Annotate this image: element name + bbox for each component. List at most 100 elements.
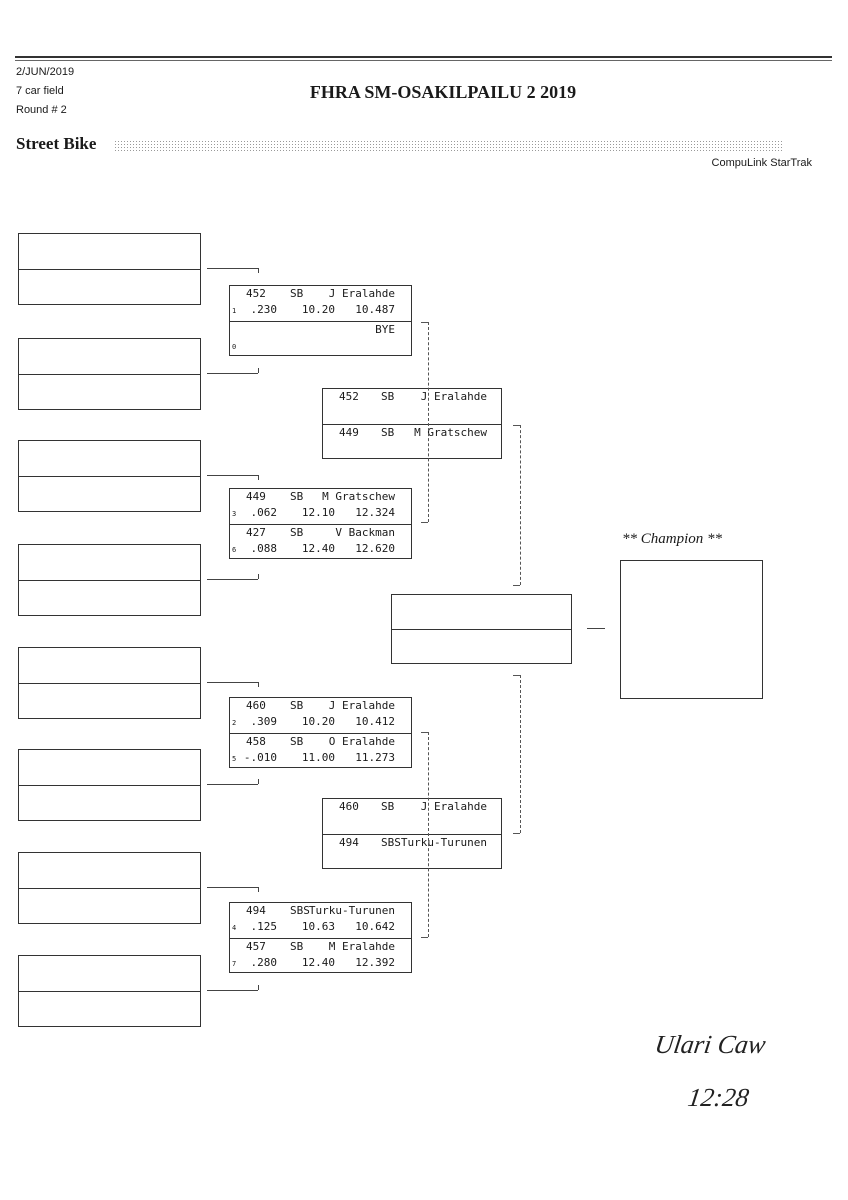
lane-number: 1 <box>232 307 237 315</box>
lane-number: 0 <box>232 342 237 351</box>
bracket-dashed-line <box>520 675 521 833</box>
software-label: CompuLink StarTrak <box>711 157 812 169</box>
reaction-time: -.010 <box>243 750 277 764</box>
dial-in: 11.00 <box>301 750 335 764</box>
car-class: SB <box>381 800 395 813</box>
empty-entry-box <box>18 955 201 1027</box>
lane-number: 2 <box>232 719 237 727</box>
bracket-cap <box>421 522 428 523</box>
driver-name: V Backman <box>335 525 395 539</box>
car-number: 460 <box>339 800 359 813</box>
reaction-time: .230 <box>250 303 278 316</box>
driver-name: BYE <box>375 322 395 336</box>
connector-tick <box>258 779 259 784</box>
entrant-bottom: BYE 0 <box>230 320 411 357</box>
elapsed-time: 10.642 <box>355 920 395 933</box>
bracket-cap <box>513 675 520 676</box>
driver-name: Turku-Turunen <box>308 904 395 917</box>
car-number: 452 <box>339 390 359 403</box>
driver-name: M Eralahde <box>328 939 395 953</box>
final-box <box>391 594 572 664</box>
connector-tick <box>258 368 259 373</box>
empty-entry-box <box>18 233 201 305</box>
dial-in: 12.40 <box>301 955 335 969</box>
dial-in: 12.10 <box>301 506 335 519</box>
entrant-bottom: 449 SB M Gratschew <box>323 423 501 460</box>
connector-line <box>207 887 258 888</box>
connector-line <box>207 579 258 580</box>
dial-in: 10.20 <box>301 715 335 728</box>
dial-in: 12.40 <box>301 541 335 555</box>
round-number: Round # 2 <box>16 104 67 116</box>
connector-tick <box>258 268 259 273</box>
connector-tick <box>258 985 259 990</box>
handwritten-signature: Ulari Caw <box>653 1030 768 1059</box>
bracket-cap <box>513 585 520 586</box>
car-class: SBS <box>381 835 401 849</box>
empty-entry-box <box>18 440 201 512</box>
car-number: 494 <box>339 835 359 849</box>
driver-name: J Eralahde <box>420 390 487 403</box>
lane-number: 7 <box>232 959 237 968</box>
champion-box <box>620 560 763 699</box>
dial-in: 10.63 <box>301 920 335 933</box>
car-number: 452 <box>246 287 266 300</box>
car-number: 458 <box>246 734 266 748</box>
car-number: 449 <box>339 425 359 439</box>
bracket-cap <box>513 425 520 426</box>
divider <box>19 374 200 375</box>
car-class: SB <box>290 699 304 712</box>
lane-number: 4 <box>232 924 237 932</box>
connector-line <box>207 268 258 269</box>
connector-tick <box>258 475 259 480</box>
car-class: SB <box>290 939 304 953</box>
top-rule <box>15 56 832 58</box>
divider <box>19 580 200 581</box>
car-class: SB <box>381 425 395 439</box>
top-rule-thin <box>15 60 832 61</box>
car-number: 449 <box>246 490 266 503</box>
event-title: FHRA SM-OSAKILPAILU 2 2019 <box>309 82 577 102</box>
driver-name: Turku-Turunen <box>400 835 487 849</box>
reaction-time: .062 <box>250 506 278 519</box>
reaction-time: .125 <box>250 920 278 933</box>
empty-entry-box <box>18 852 201 924</box>
driver-name: J Eralahde <box>328 699 395 712</box>
bracket-cap <box>421 322 428 323</box>
empty-entry-box <box>18 749 201 821</box>
connector-line <box>207 990 258 991</box>
bracket-dashed-line <box>428 732 429 937</box>
lane-number: 6 <box>232 545 237 554</box>
lane-number: 3 <box>232 510 237 518</box>
dotted-rule <box>114 140 782 151</box>
car-class: SB <box>290 287 304 300</box>
connector-tick <box>258 887 259 892</box>
divider <box>19 683 200 684</box>
elapsed-time: 12.620 <box>355 541 395 555</box>
car-class: SB <box>290 490 304 503</box>
connector-tick <box>258 574 259 579</box>
car-class: SB <box>290 734 304 748</box>
car-number: 457 <box>246 939 266 953</box>
bracket-cap <box>421 937 428 938</box>
elapsed-time: 11.273 <box>355 750 395 764</box>
elapsed-time: 12.324 <box>355 506 395 519</box>
bracket-cap <box>421 732 428 733</box>
bracket-cap <box>513 833 520 834</box>
divider <box>19 476 200 477</box>
empty-entry-box <box>18 544 201 616</box>
empty-entry-box <box>18 338 201 410</box>
connector-line <box>207 784 258 785</box>
driver-name: M Gratschew <box>414 425 487 439</box>
car-number: 494 <box>246 904 266 917</box>
